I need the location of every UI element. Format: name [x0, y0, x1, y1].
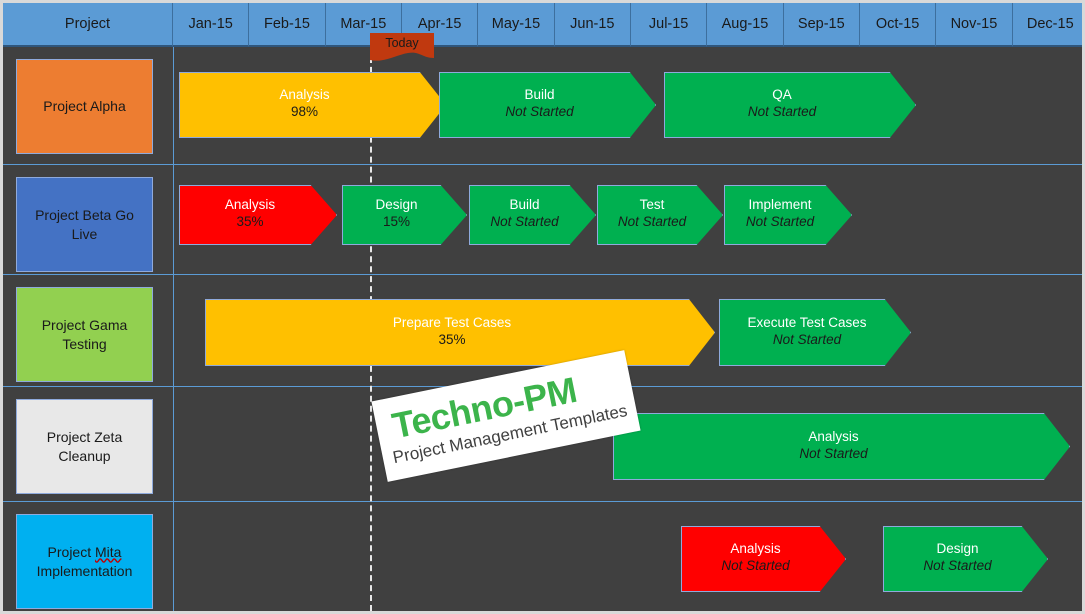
- header-month-mar-15[interactable]: Mar-15: [325, 3, 402, 47]
- header-month-oct-15[interactable]: Oct-15: [859, 3, 937, 47]
- project-label-box[interactable]: Project Beta Go Live: [16, 177, 153, 272]
- task-bar-shape: [179, 185, 337, 245]
- header-month-jun-15[interactable]: Jun-15: [554, 3, 631, 47]
- project-label-line1: Project Alpha: [43, 98, 126, 115]
- header-month-feb-15[interactable]: Feb-15: [249, 3, 326, 47]
- project-label-line1: Project Zeta: [46, 428, 123, 445]
- header-project-column: Project: [3, 3, 173, 47]
- task-bar-shape: [681, 526, 846, 592]
- header-month-may-15[interactable]: May-15: [478, 3, 555, 47]
- task-bar-shape: [664, 72, 916, 138]
- task-bar-shape: [469, 185, 596, 245]
- header-month-nov-15[interactable]: Nov-15: [936, 3, 1013, 47]
- project-label-line2: Testing: [62, 335, 107, 352]
- header-month-dec-15[interactable]: Dec-15: [1012, 3, 1082, 47]
- task-bar-shape: [597, 185, 723, 245]
- task-bar-shape: [179, 72, 446, 138]
- project-label-box[interactable]: Project Alpha: [16, 59, 153, 154]
- project-column-divider: [173, 47, 174, 611]
- task-bar-shape: [613, 413, 1070, 480]
- task-bar-shape: [883, 526, 1048, 592]
- project-label-line1: Project Beta Go: [35, 206, 134, 223]
- header-month-jan-15[interactable]: Jan-15: [173, 3, 250, 47]
- spellcheck-underline: Mita: [95, 543, 122, 560]
- header-month-sep-15[interactable]: Sep-15: [783, 3, 860, 47]
- project-label-line1: Project Gama: [41, 316, 128, 333]
- project-label-line2: Live: [71, 225, 98, 242]
- today-flag: Today: [370, 33, 434, 65]
- task-bar-shape: [719, 299, 911, 366]
- task-bar-shape: [439, 72, 656, 138]
- task-bar-shape: [342, 185, 467, 245]
- project-label-line1: Project Mita: [47, 543, 122, 560]
- flag-icon: [370, 33, 434, 61]
- project-label-line2: Implementation: [36, 562, 133, 579]
- project-label-line2: Cleanup: [58, 447, 111, 464]
- task-bar-shape: [724, 185, 852, 245]
- task-bar-shape: [205, 299, 715, 366]
- header-month-aug-15[interactable]: Aug-15: [707, 3, 784, 47]
- header-month-jul-15[interactable]: Jul-15: [630, 3, 708, 47]
